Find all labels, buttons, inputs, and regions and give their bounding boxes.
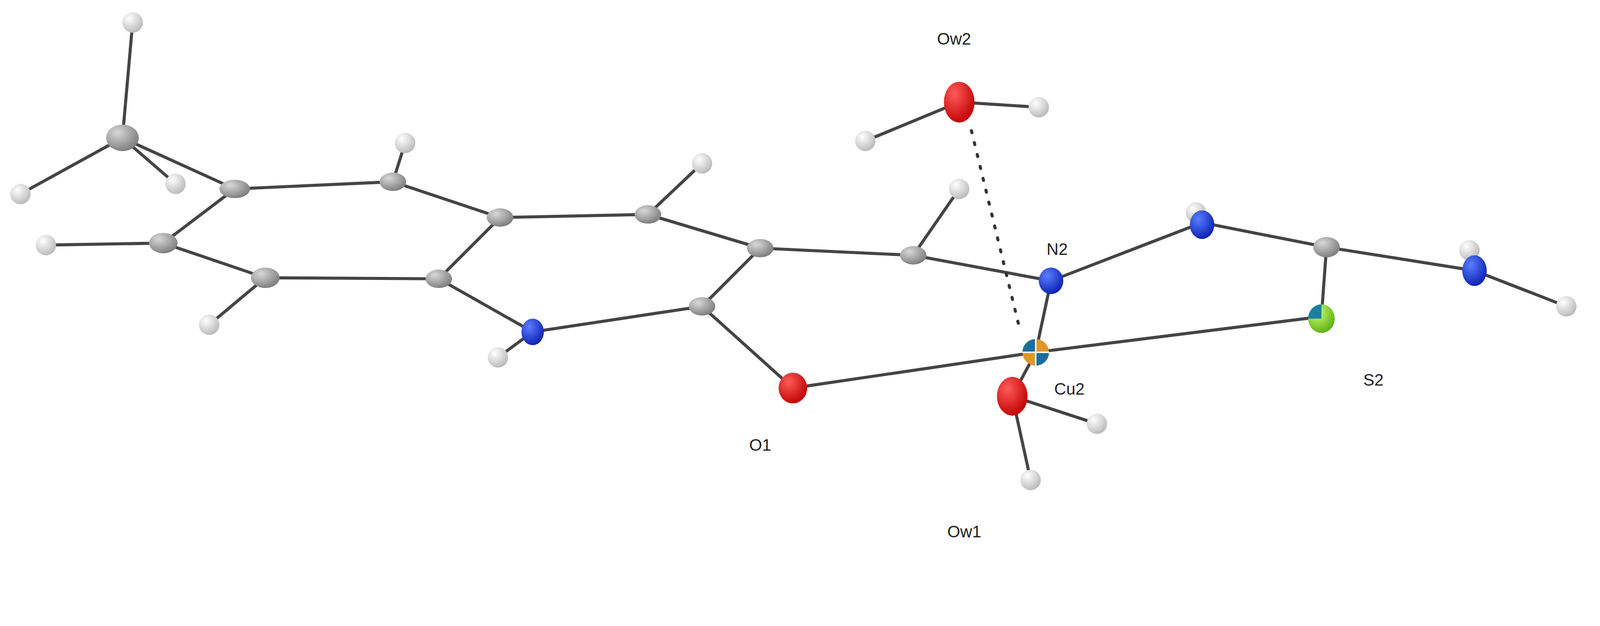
hydrogen-bond (971, 130, 1021, 332)
atom-label: Cu2 (1054, 380, 1085, 397)
atom-label: Ow2 (937, 30, 972, 48)
atom-label: S2 (1363, 371, 1384, 388)
atom-label: N2 (1046, 240, 1068, 258)
atom-label: O1 (748, 436, 771, 454)
bonds (20, 22, 1567, 481)
atoms (10, 12, 1577, 490)
atom-label: Ow1 (947, 523, 982, 540)
